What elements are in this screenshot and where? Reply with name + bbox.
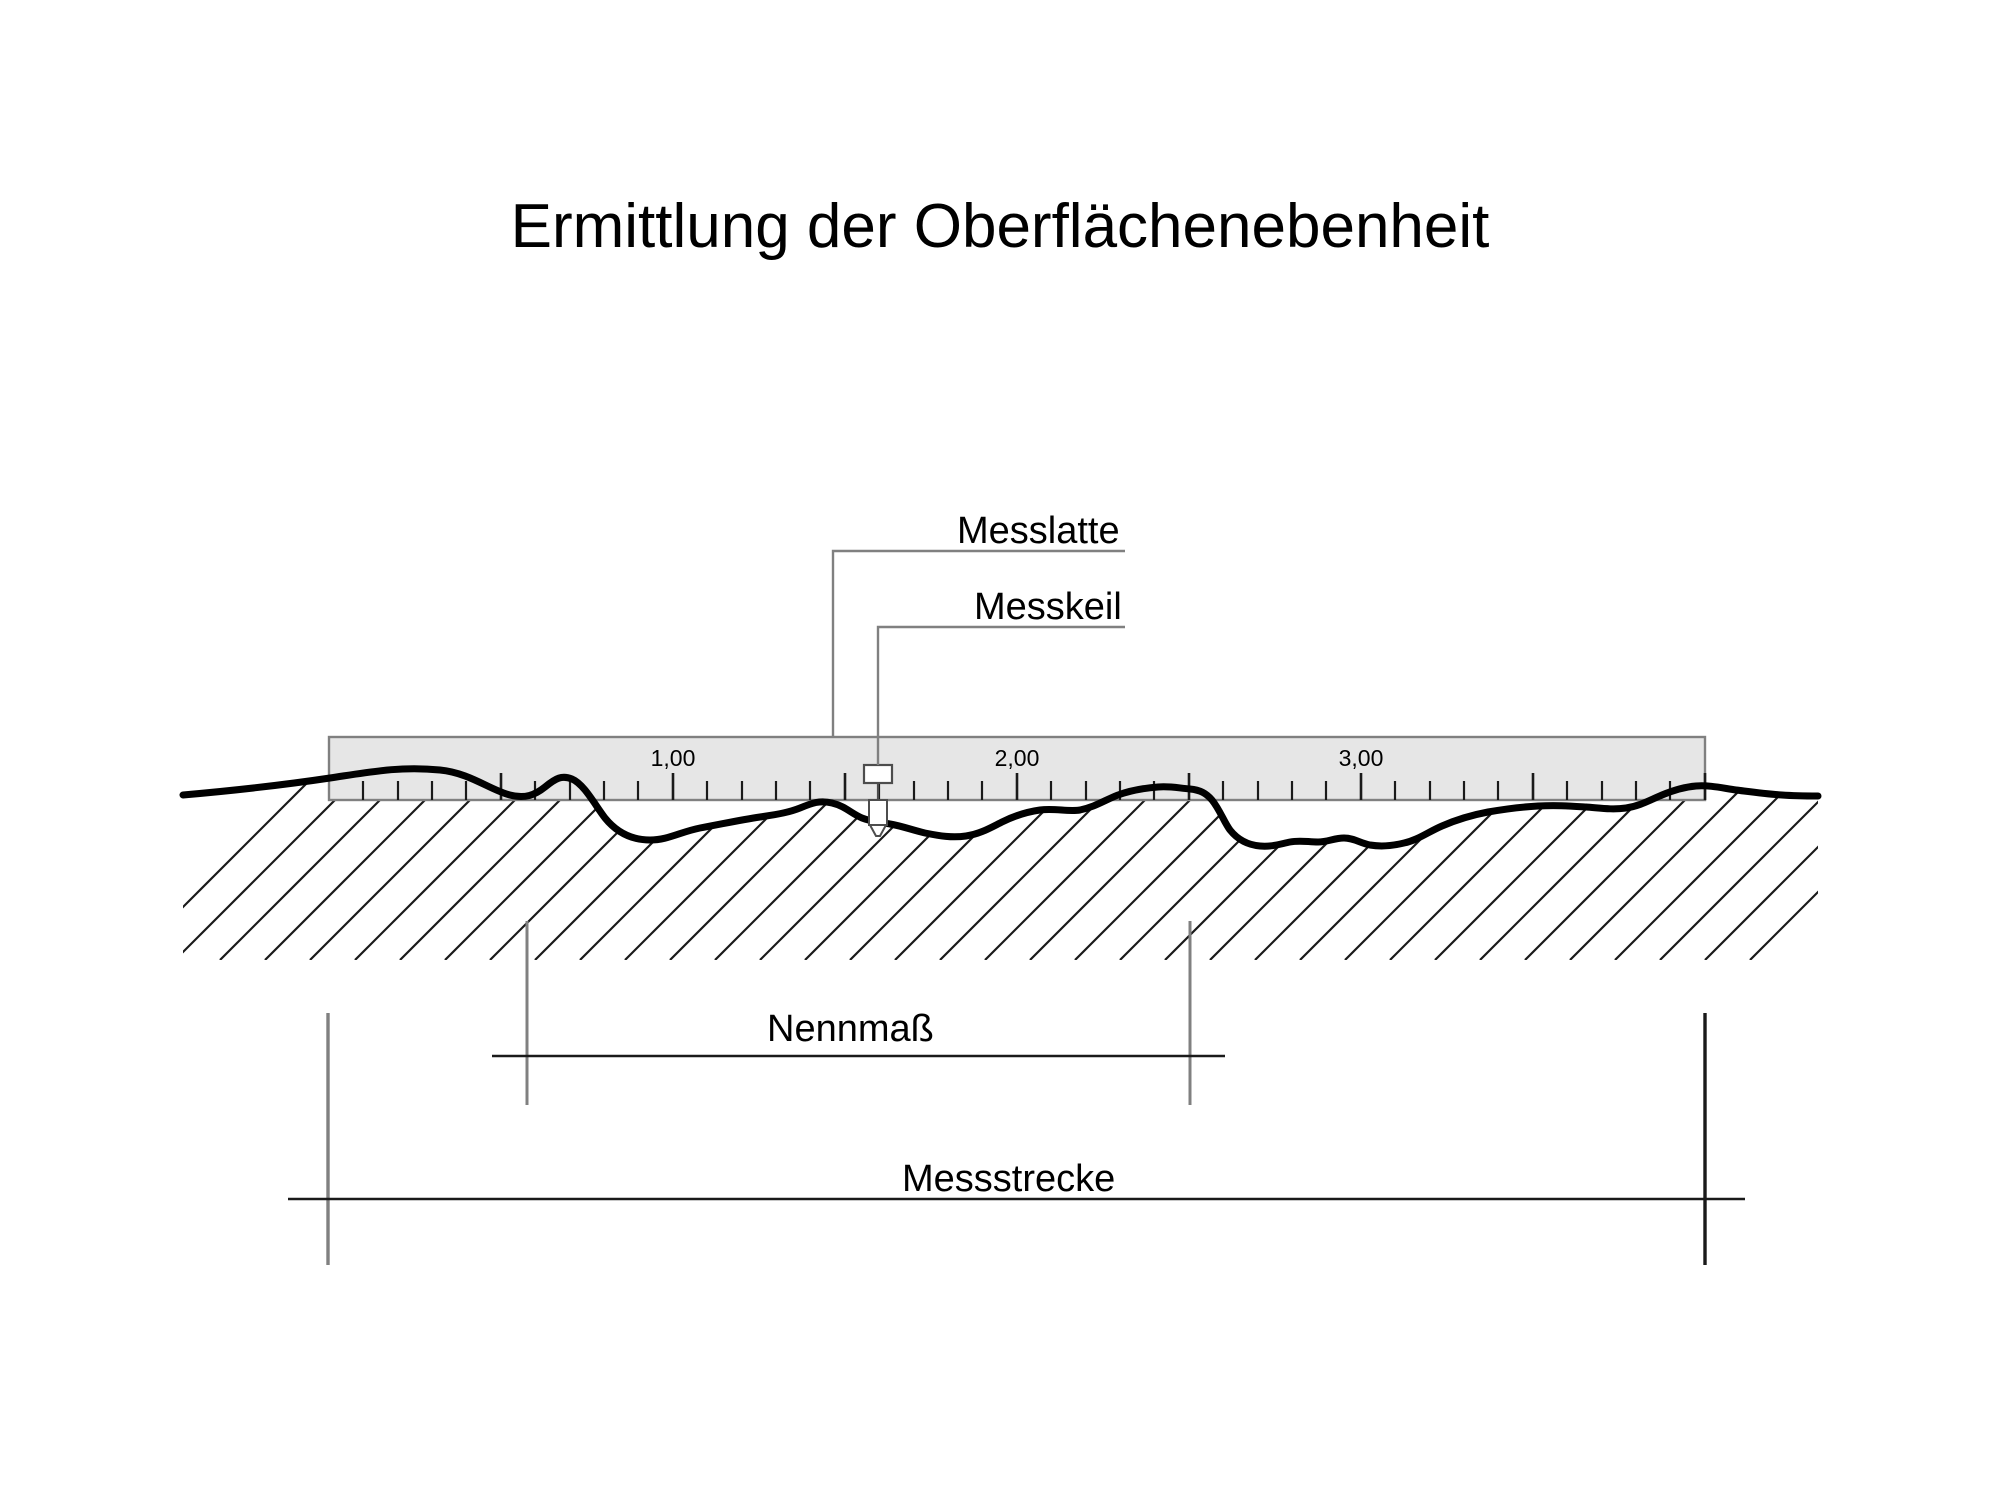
page-title: Ermittlung der Oberflächenebenheit [510,192,1490,261]
surface-profile-line [179,765,1822,850]
nennmass-dimension [492,921,1225,1105]
ruler-tick-label-3: 3,00 [1338,745,1384,771]
ruler-tick-label-2: 2,00 [994,745,1040,771]
messlatte-leader [831,549,1125,737]
messstrecke-dimension [288,1013,1745,1265]
nennmass-label: Nennmaß [767,1008,934,1050]
ground-hatching [183,779,1818,960]
messkeil-label: Messkeil [974,586,1122,628]
messkeil-wedge [862,763,894,837]
messstrecke-label: Messstrecke [902,1158,1116,1200]
leader-lines [831,549,1125,765]
ruler-tick-label-1: 1,00 [650,745,696,771]
messkeil-leader [876,625,1125,765]
messlatte-label: Messlatte [957,510,1120,552]
